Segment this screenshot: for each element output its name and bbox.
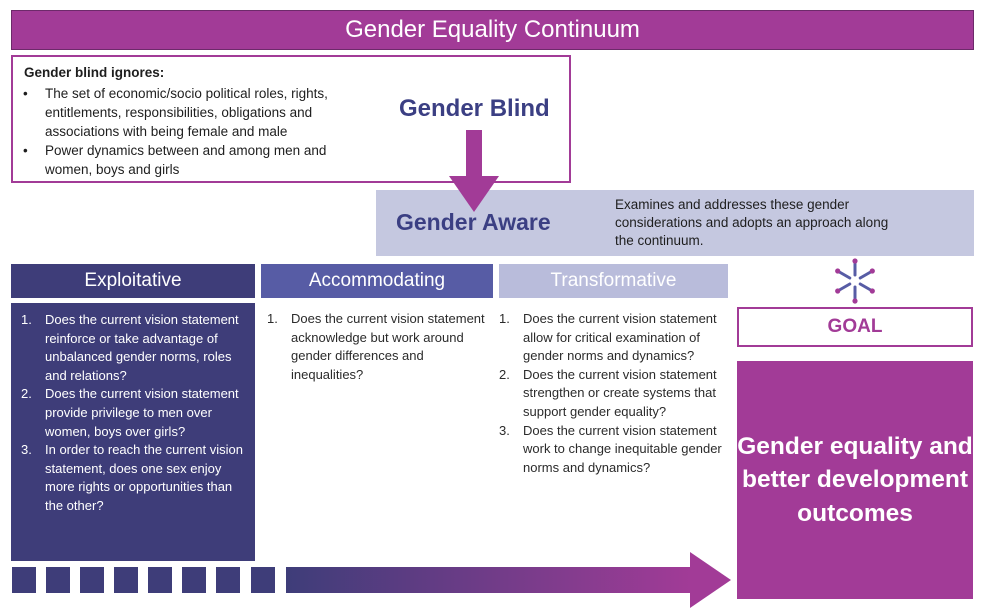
question-text: Does the current vision statement reinfo… — [45, 312, 239, 383]
down-arrow-icon — [449, 130, 499, 212]
page-title: Gender Equality Continuum — [345, 16, 640, 43]
category-label: Exploitative — [84, 270, 182, 291]
continuum-square — [148, 567, 172, 593]
exploitative-questions: 1.Does the current vision statement rein… — [21, 311, 243, 516]
accommodating-questions: 1.Does the current vision statement ackn… — [267, 310, 485, 384]
question-text: In order to reach the current vision sta… — [45, 442, 243, 513]
gender-blind-list: The set of economic/socio political role… — [23, 84, 378, 141]
question-item: 3.Does the current vision statement work… — [499, 422, 722, 475]
gender-blind-box: Gender blind ignores: The set of economi… — [11, 55, 571, 183]
category-label: Accommodating — [308, 270, 446, 291]
gender-blind-bullet: The set of economic/socio political role… — [23, 84, 378, 141]
continuum-square — [80, 567, 104, 593]
goal-text: Gender equality and better development o… — [737, 432, 973, 527]
continuum-square — [12, 567, 36, 593]
transformative-questions: 1.Does the current vision statement allo… — [499, 310, 724, 477]
continuum-square — [216, 567, 240, 593]
question-item: 3.In order to reach the current vision s… — [21, 442, 243, 513]
question-item: 1.Does the current vision statement allo… — [499, 311, 717, 364]
gender-blind-list: Power dynamics between and among men and… — [23, 141, 368, 179]
continuum-square — [114, 567, 138, 593]
question-text: Does the current vision statement allow … — [523, 311, 717, 364]
question-item: 1.Does the current vision statement ackn… — [267, 311, 485, 382]
category-accommodating: Accommodating — [261, 264, 493, 298]
goal-panel: Gender equality and better development o… — [737, 361, 973, 599]
exploitative-panel: 1.Does the current vision statement rein… — [11, 303, 255, 561]
category-label: Transformative — [550, 270, 677, 291]
title-bar: Gender Equality Continuum — [11, 10, 974, 50]
gender-blind-title: Gender Blind — [399, 95, 550, 122]
continuum-square — [182, 567, 206, 593]
question-text: Does the current vision statement work t… — [523, 422, 722, 475]
gender-blind-bullet: Power dynamics between and among men and… — [23, 141, 368, 179]
question-item: 2.Does the current vision statement stre… — [499, 366, 717, 419]
gender-aware-title: Gender Aware — [396, 209, 551, 235]
question-text: Does the current vision statement acknow… — [291, 311, 485, 382]
question-item: 2.Does the current vision statement prov… — [21, 386, 239, 439]
continuum-square — [46, 567, 70, 593]
category-transformative: Transformative — [499, 264, 728, 298]
question-text: Does the current vision statement streng… — [523, 366, 717, 419]
snowflake-icon — [835, 258, 875, 304]
question-item: 1.Does the current vision statement rein… — [21, 312, 239, 383]
goal-label: GOAL — [827, 316, 883, 337]
gender-blind-heading: Gender blind ignores: — [24, 65, 165, 80]
goal-label-box: GOAL — [737, 307, 973, 347]
continuum-square — [251, 567, 275, 593]
category-exploitative: Exploitative — [11, 264, 255, 298]
gender-aware-description: Examines and addresses these gender cons… — [615, 197, 889, 248]
continuum-arrow-icon — [286, 552, 731, 608]
question-text: Does the current vision statement provid… — [45, 386, 239, 439]
